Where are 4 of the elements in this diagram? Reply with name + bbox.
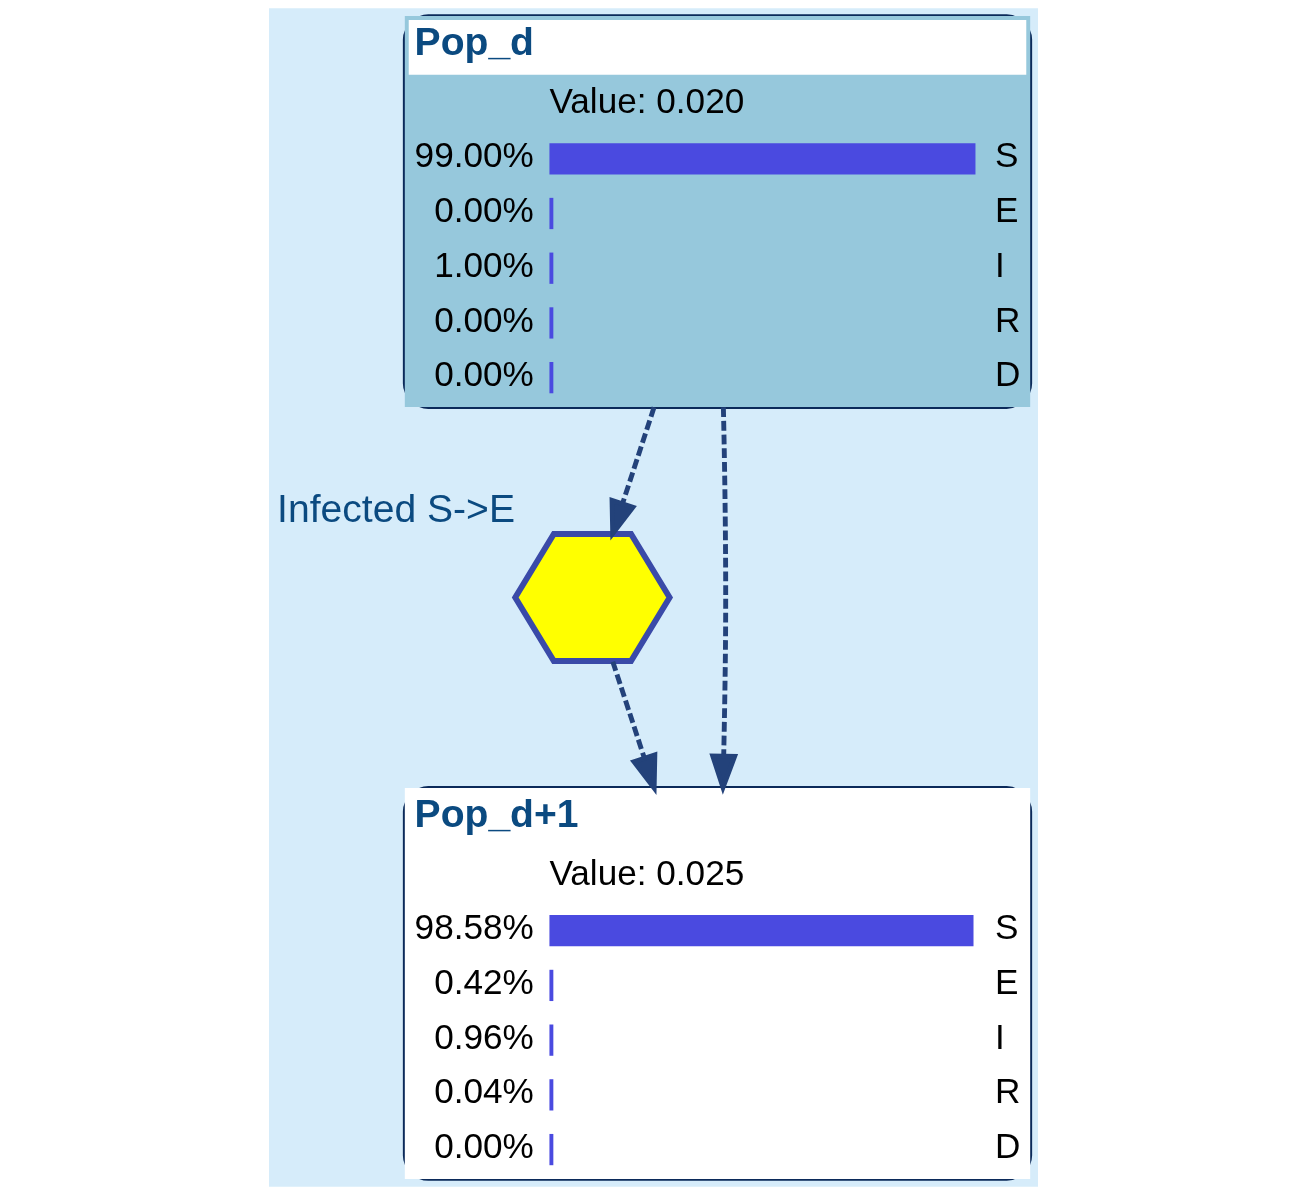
node-label: Infected S->E <box>277 487 515 531</box>
arrow <box>609 406 657 541</box>
arrow <box>709 407 739 795</box>
arrow <box>610 660 658 796</box>
